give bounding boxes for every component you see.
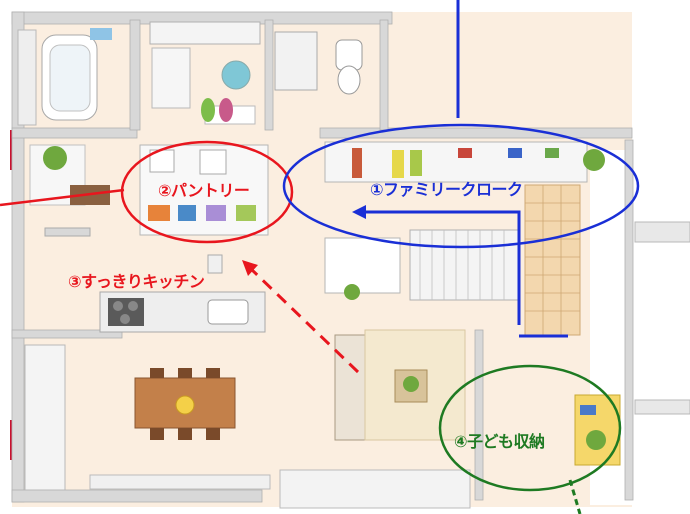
washing-machine: [274, 31, 318, 91]
towel-green: [201, 98, 215, 122]
family-cloak-label: ①ファミリークローク: [370, 180, 523, 199]
cloak-route-arrow: [362, 210, 521, 325]
stairs: [409, 229, 521, 301]
cabinet: [149, 21, 261, 45]
sink: [207, 299, 249, 325]
family-cloak-callout: [282, 123, 640, 249]
pantry-box-orange: [148, 205, 170, 221]
dining-chairs: [150, 368, 220, 440]
pantry-callout: [120, 140, 294, 244]
pantry-box-green: [236, 205, 256, 221]
entrance-tiles: [524, 184, 581, 336]
washbasin: [221, 60, 251, 90]
kids-storage-label: ④子ども収納: [454, 432, 545, 451]
kids-storage-callout: [438, 364, 622, 492]
plant-icon: [344, 284, 360, 300]
towel-pink: [219, 98, 233, 122]
fruit-plate: [175, 395, 195, 415]
walls: [11, 11, 634, 503]
kitchen-label: ③すっきりキッチン: [68, 272, 205, 291]
plant-icon: [43, 146, 67, 170]
sofa: [334, 334, 366, 441]
window: [90, 28, 112, 40]
pantry-label: ②パントリー: [158, 181, 250, 200]
pantry-box-purple: [206, 205, 226, 221]
plant-icon: [586, 430, 606, 450]
family-closet: [324, 141, 588, 183]
plant-icon: [583, 149, 605, 171]
plant-icon: [403, 376, 419, 392]
pantry-box-blue: [178, 205, 196, 221]
hanging-coat: [352, 148, 362, 178]
shoes: [458, 148, 472, 158]
kitchen-route-arrow: [248, 266, 360, 374]
pantry-leader-line: [0, 188, 125, 207]
